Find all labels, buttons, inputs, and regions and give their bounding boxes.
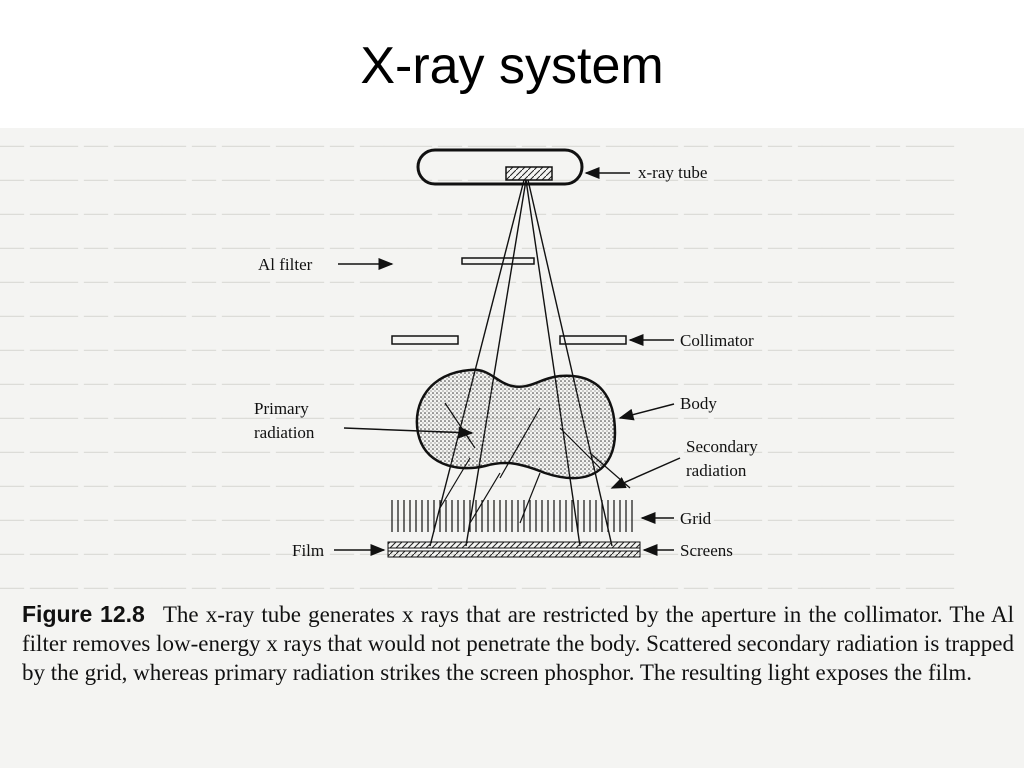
arrow-body bbox=[618, 403, 675, 421]
label-film: Film bbox=[292, 541, 324, 560]
al-filter bbox=[461, 257, 535, 265]
label-primary-radiation-line2: radiation bbox=[254, 423, 315, 442]
grid bbox=[391, 500, 633, 532]
xray-beam bbox=[429, 179, 613, 547]
label-screens: Screens bbox=[680, 541, 733, 560]
label-collimator: Collimator bbox=[680, 331, 754, 350]
xray-tube bbox=[416, 148, 584, 186]
xray-system-diagram: x-ray tube Al filter Collimator Body Pri… bbox=[254, 148, 758, 560]
label-al-filter: Al filter bbox=[258, 255, 313, 274]
label-xray-tube: x-ray tube bbox=[638, 163, 707, 182]
collimator bbox=[391, 335, 627, 345]
scanned-figure: — —— — ——— — —— —— — ——— — —— — —— ——— —… bbox=[0, 128, 1024, 768]
caption-text: The x-ray tube generates x rays that are… bbox=[22, 602, 1014, 685]
label-secondary-radiation-line1: Secondary bbox=[686, 437, 758, 456]
label-body: Body bbox=[680, 394, 717, 413]
body bbox=[415, 368, 617, 480]
slide-title: X-ray system bbox=[360, 37, 664, 95]
label-grid: Grid bbox=[680, 509, 712, 528]
label-primary-radiation-line1: Primary bbox=[254, 399, 309, 418]
arrow-primary-radiation bbox=[343, 426, 474, 439]
figure-label: Figure 12.8 bbox=[22, 601, 145, 627]
screens-and-film bbox=[387, 541, 641, 558]
label-secondary-radiation-line2: radiation bbox=[686, 461, 747, 480]
arrow-secondary-radiation bbox=[610, 457, 681, 489]
